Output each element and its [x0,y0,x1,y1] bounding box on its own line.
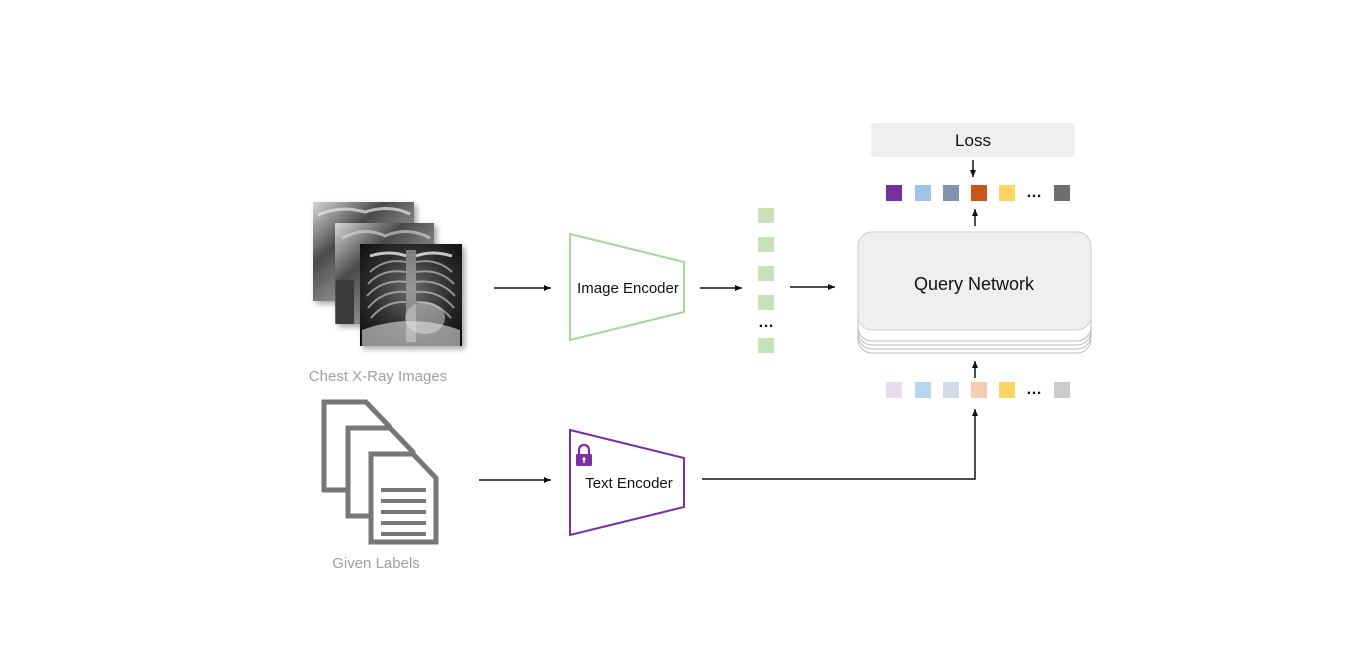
query-network-label: Query Network [914,274,1035,294]
arrow-text-encoder-to-query-tokens [702,409,978,480]
text-encoder-label: Text Encoder [585,475,673,492]
feature-token [758,237,774,252]
xray-image-3 [360,244,462,346]
query-network: Query Network [857,231,1092,354]
feature-ellipsis: … [758,314,774,331]
text-encoder: Text Encoder [569,428,685,537]
output-token [1054,185,1070,201]
feature-token [758,295,774,310]
image-encoder: Image Encoder [569,232,685,342]
input-ellipsis: … [1026,381,1042,398]
input-token [971,382,987,398]
output-token [915,185,931,201]
output-token [886,185,902,201]
output-token [971,185,987,201]
xray-image-stack [313,202,462,346]
output-token [943,185,959,201]
feature-token [758,208,774,223]
output-tokens [886,185,1070,201]
document-stack-icon [321,399,439,545]
loss-label: Loss [955,131,991,150]
feature-token [758,266,774,281]
label-query-tokens [886,382,1070,398]
output-ellipsis: … [1026,184,1042,201]
input-token [999,382,1015,398]
input-token [1054,382,1070,398]
loss-box: Loss [871,123,1075,157]
labels-caption: Given Labels [332,555,420,572]
xray-caption: Chest X-Ray Images [309,368,447,385]
image-encoder-label: Image Encoder [577,280,679,297]
feature-token [758,338,774,353]
image-feature-tokens [758,208,774,353]
input-token [943,382,959,398]
lock-icon [576,443,592,466]
output-token [999,185,1015,201]
input-token [886,382,902,398]
input-token [915,382,931,398]
